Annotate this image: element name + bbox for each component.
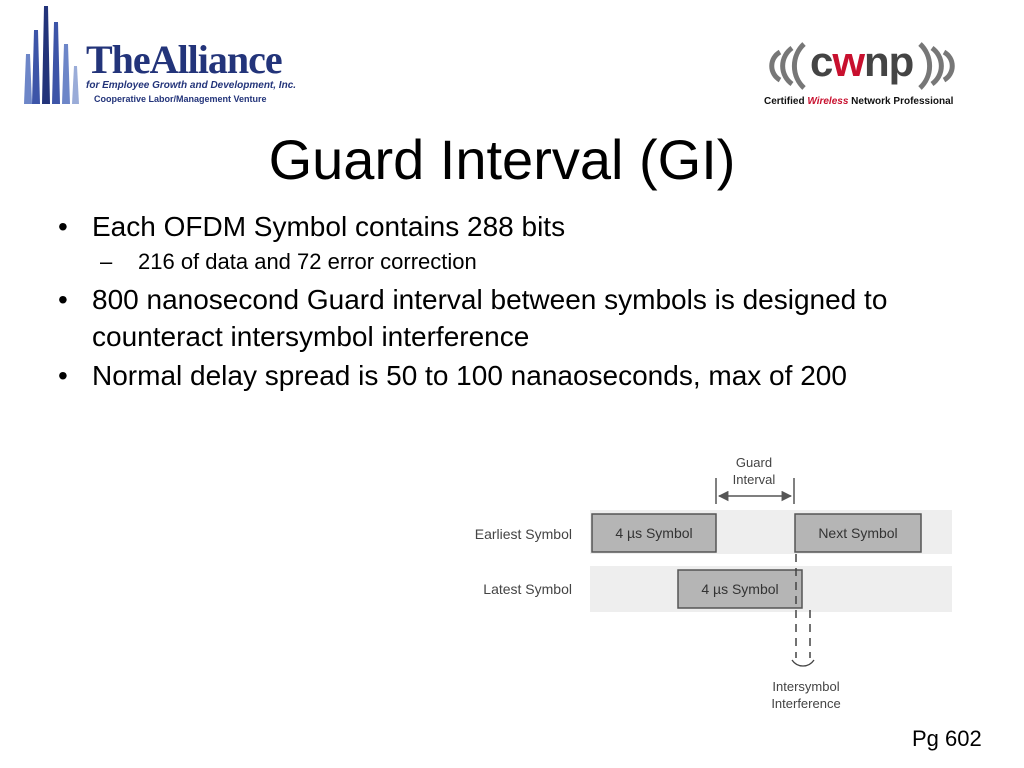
logo-tagline: for Employee Growth and Development, Inc… — [86, 80, 297, 91]
latest-symbol-box — [677, 569, 803, 609]
slide-title: Guard Interval (GI) — [268, 128, 736, 191]
symbol-box-label: 4 µs Symbol — [615, 525, 692, 541]
next-symbol-box-label: Next Symbol — [818, 525, 897, 541]
logo-subtagline: Cooperative Labor/Management Venture — [94, 94, 267, 104]
latest-symbol-label: Latest Symbol — [483, 581, 572, 597]
guard-interval-label: Interval — [733, 472, 776, 487]
page-number: Pg 602 — [912, 726, 982, 751]
interference-bracket — [791, 659, 815, 667]
intersymbol-label: Interference — [771, 696, 840, 711]
wireless-waves-left-icon — [769, 42, 806, 90]
cwnp-tagline: Certified Wireless Network Professional — [764, 96, 954, 107]
sub-bullet-item: 216 of data and 72 error correction — [58, 247, 958, 277]
intersymbol-label: Intersymbol — [772, 679, 839, 694]
skyline-icon — [24, 6, 79, 104]
symbol-box — [591, 513, 717, 553]
cwnp-wordmark: cwnp — [810, 38, 914, 85]
wireless-waves-right-icon — [918, 42, 955, 90]
thealliance-logo: TheAlliance for Employee Growth and Deve… — [22, 4, 296, 114]
logo-brand-name: TheAlliance — [86, 37, 283, 82]
guard-interval-diagram: Guard Interval Earliest Symbol Latest Sy… — [475, 455, 952, 711]
next-symbol-box — [794, 513, 922, 553]
bullet-list: Each OFDM Symbol contains 288 bits 216 o… — [58, 208, 958, 396]
bullet-item: Normal delay spread is 50 to 100 nanaose… — [58, 357, 958, 394]
bullet-item: Each OFDM Symbol contains 288 bits — [58, 208, 958, 245]
bullet-item: 800 nanosecond Guard interval between sy… — [58, 281, 958, 355]
latest-symbol-box-label: 4 µs Symbol — [701, 581, 778, 597]
cwnp-logo: cwnp Certified Wireless Network Professi… — [764, 36, 974, 116]
earliest-symbol-label: Earliest Symbol — [475, 526, 572, 542]
guard-interval-label: Guard — [736, 455, 772, 470]
